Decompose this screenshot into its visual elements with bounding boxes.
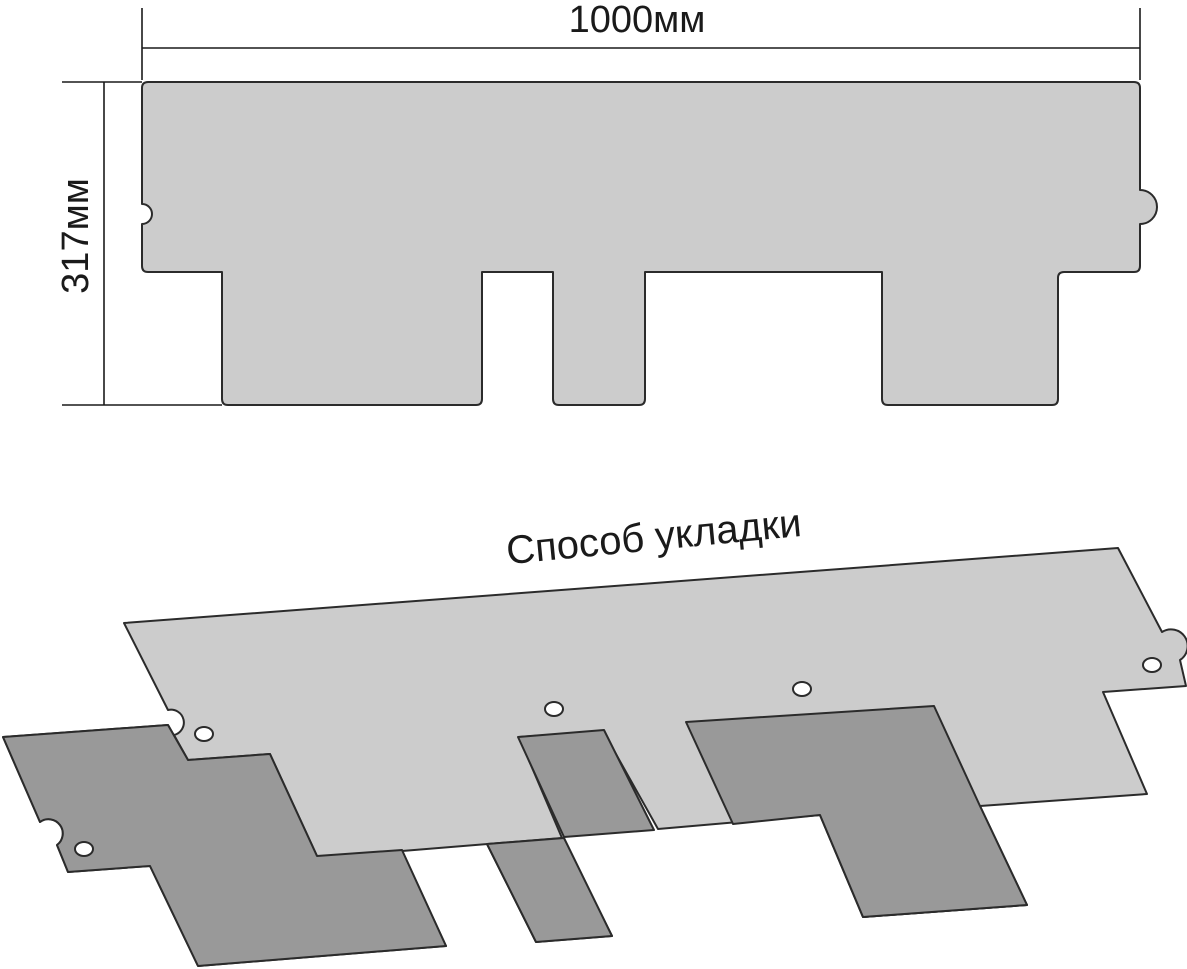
width-label: 1000мм <box>569 0 706 41</box>
height-label: 317мм <box>55 178 97 294</box>
nail-hole <box>74 841 94 857</box>
shingle-flat <box>141 81 1158 406</box>
nail-hole <box>544 701 564 717</box>
overlap-right-tab <box>685 705 1028 918</box>
nail-hole <box>1142 657 1162 673</box>
nail-hole <box>194 726 214 742</box>
overlap-middle-tab <box>517 729 655 838</box>
lower-tab-exposed <box>486 837 613 943</box>
width-dimension: 1000мм <box>141 0 1141 80</box>
height-dimension: 317мм <box>55 81 222 406</box>
shingle-drawing: 1000мм 317мм <box>55 0 1158 406</box>
nail-hole <box>792 681 812 697</box>
laying-caption: Способ укладки <box>504 501 803 573</box>
laying-drawing: Способ укладки <box>2 501 1187 967</box>
lower-shingle-left-exposed <box>2 724 447 967</box>
